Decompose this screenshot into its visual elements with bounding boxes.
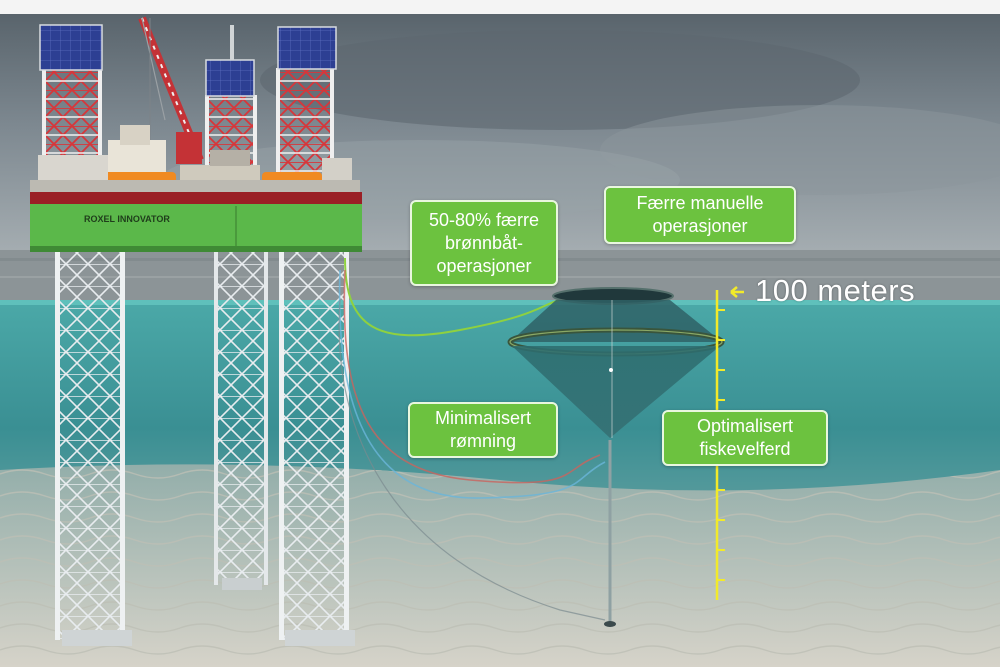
anchor-line: [338, 299, 606, 621]
solar-panel: [39, 24, 103, 71]
platform-leg: [55, 250, 125, 640]
platform-deck: [30, 180, 360, 192]
platform-leg: [279, 250, 349, 640]
callout-escape: Minimalisert rømning: [408, 402, 558, 458]
hose-red: [343, 269, 601, 484]
depth-label: 100 meters: [755, 273, 916, 308]
platform-leg: [214, 250, 268, 585]
platform-hull: [30, 204, 362, 252]
hose-blue: [338, 269, 606, 499]
solar-panel: [205, 59, 255, 97]
pen-lower-cone: [512, 346, 720, 438]
callout-fish-welfare: Optimalisert fiskevelferd: [662, 410, 828, 466]
callout-manual-operations: Færre manuelle operasjoner: [604, 186, 796, 244]
platform-name: ROXEL INNOVATOR: [84, 214, 170, 224]
arrow-left-icon: [730, 286, 744, 298]
solar-panel: [277, 26, 337, 70]
feed-hose: [344, 257, 561, 337]
callout-wellboat-operations: 50-80% færre brønnbåt- operasjoner: [410, 200, 558, 286]
